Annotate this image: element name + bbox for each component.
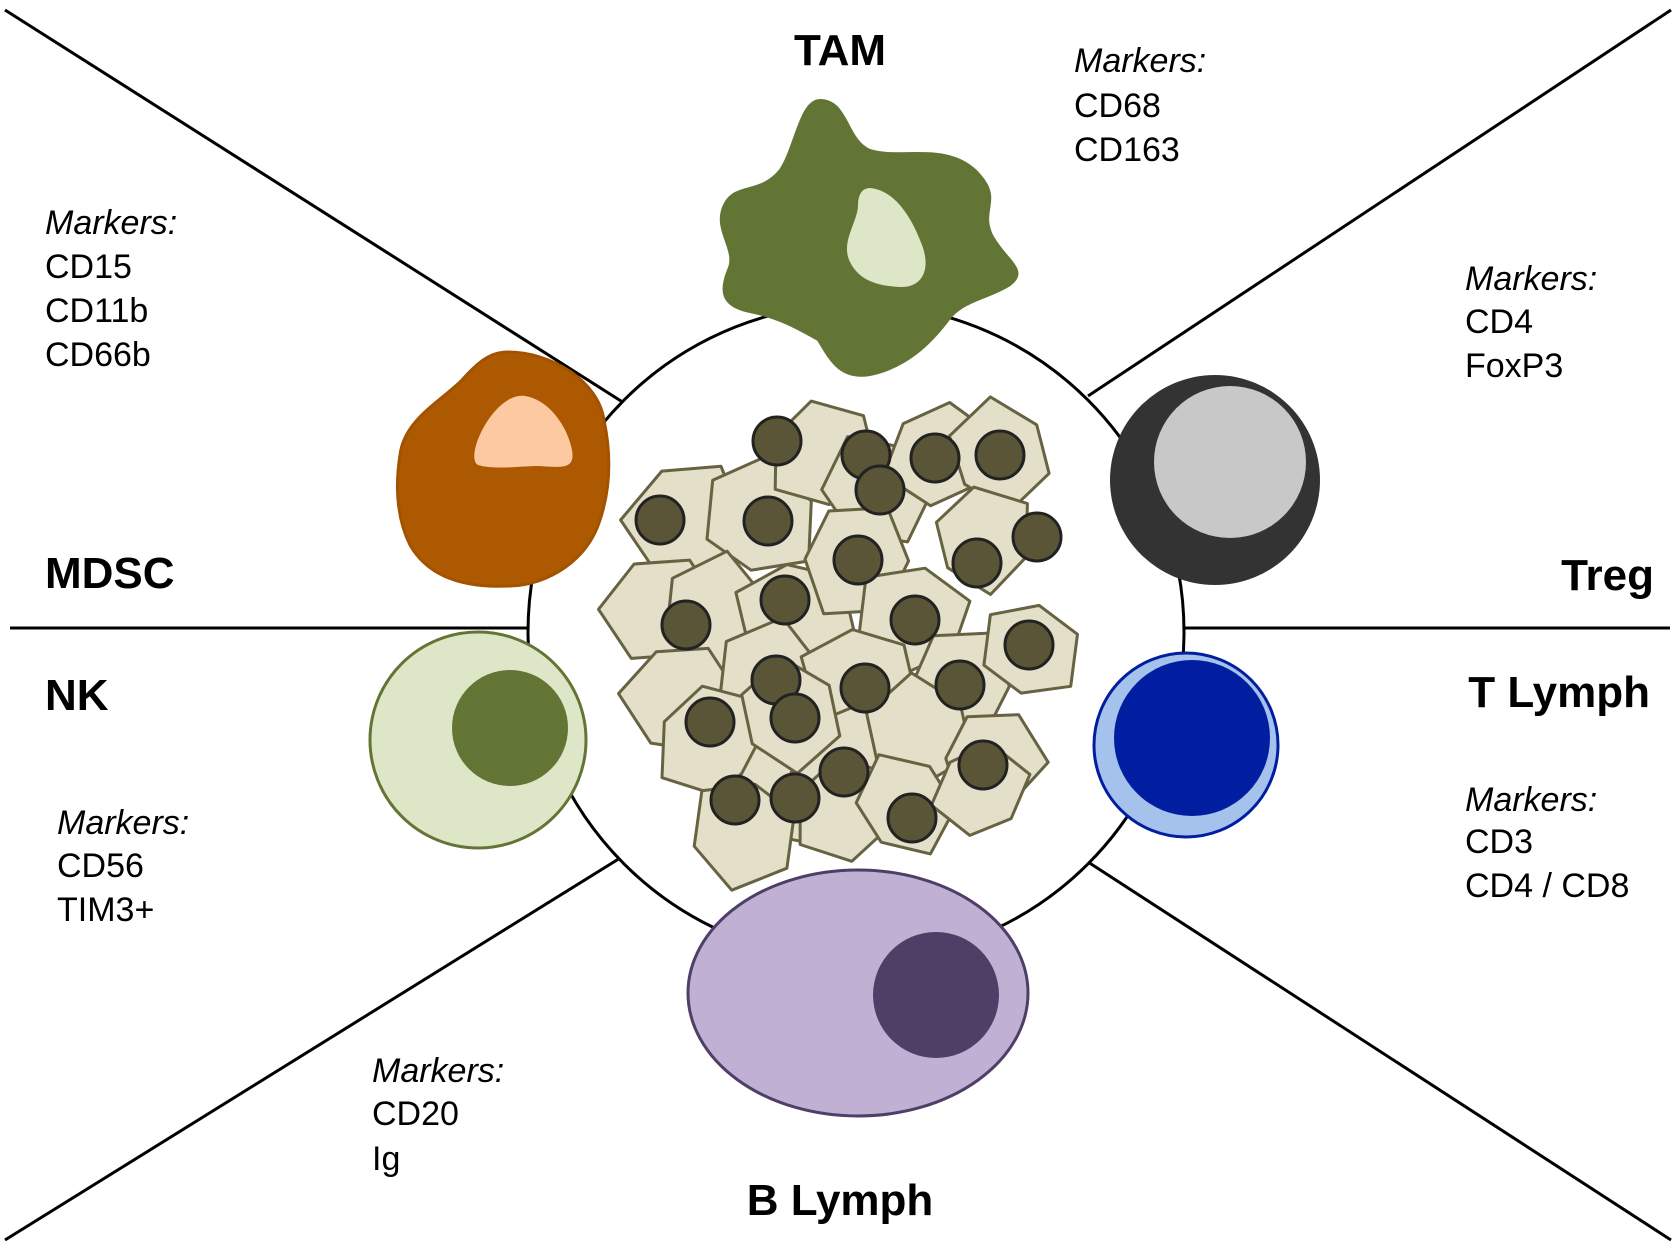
tumor-nucleus (660, 599, 712, 651)
tam-title: TAM (794, 26, 886, 75)
mdsc-marker: CD11b (45, 292, 148, 330)
nk-markers-heading: Markers: (57, 804, 189, 842)
blymph-cell-icon (686, 868, 1030, 1118)
tam-markers-heading: Markers: (1074, 42, 1206, 80)
tam-cell-icon (719, 98, 1019, 377)
divider-top-right (1087, 8, 1672, 398)
mdsc-marker: CD15 (45, 248, 132, 286)
tam-nucleus (846, 188, 926, 288)
tumor-nucleus (742, 495, 794, 547)
tumor-nucleus (751, 415, 803, 467)
tumor-nucleus (769, 692, 821, 744)
nk-nucleus (452, 670, 568, 786)
tumor-nucleus (1003, 619, 1055, 671)
tam-label-group: TAM Markers: CD68 CD163 (794, 26, 1206, 169)
nk-title: NK (45, 671, 109, 720)
nk-label-group: NK Markers: CD56 TIM3+ (45, 671, 189, 929)
treg-marker: CD4 (1465, 303, 1533, 341)
divider-lines (4, 8, 1672, 1242)
tlymph-title: T Lymph (1468, 668, 1650, 717)
tumor-nucleus (957, 739, 1009, 791)
mdsc-cell-icon (395, 350, 611, 588)
divider-bottom-left (4, 853, 626, 1242)
tumor-nucleus (709, 774, 761, 826)
tumor-nucleus (909, 432, 961, 484)
nk-cell-icon (368, 630, 588, 850)
mdsc-nucleus (474, 395, 573, 468)
tumor-nucleus (951, 537, 1003, 589)
tlymph-marker: CD4 / CD8 (1465, 867, 1629, 905)
treg-label-group: Markers: CD4 FoxP3 Treg (1465, 260, 1654, 600)
treg-marker: FoxP3 (1465, 347, 1563, 385)
divider-top-left (4, 8, 633, 410)
blymph-nucleus (873, 932, 999, 1058)
mdsc-marker: CD66b (45, 336, 151, 374)
mdsc-title: MDSC (45, 549, 175, 598)
tam-marker: CD163 (1074, 131, 1180, 169)
treg-markers-heading: Markers: (1465, 260, 1597, 298)
blymph-label-group: Markers: CD20 Ig B Lymph (372, 1052, 933, 1225)
tumor-nucleus (854, 464, 906, 516)
divider-bottom-right (1087, 860, 1672, 1242)
blymph-title: B Lymph (747, 1176, 934, 1225)
nk-marker: TIM3+ (57, 891, 154, 929)
tumor-nucleus (839, 662, 891, 714)
mdsc-label-group: Markers: CD15 CD11b CD66b MDSC (45, 204, 177, 598)
treg-cell-icon (1110, 375, 1320, 585)
tumor-nucleus (934, 659, 986, 711)
tumor-nucleus (634, 494, 686, 546)
tumor-nucleus (684, 696, 736, 748)
tlymph-label-group: T Lymph Markers: CD3 CD4 / CD8 (1465, 668, 1650, 905)
tumor-cluster-icon (597, 395, 1079, 892)
blymph-markers-heading: Markers: (372, 1052, 504, 1090)
tumor-nucleus (974, 429, 1026, 481)
tlymph-cell-icon (1092, 651, 1280, 839)
tumor-nucleus (889, 594, 941, 646)
tumor-nucleus (1011, 511, 1063, 563)
tlymph-markers-heading: Markers: (1465, 781, 1597, 819)
nk-marker: CD56 (57, 847, 144, 885)
tlymph-marker: CD3 (1465, 823, 1533, 861)
mdsc-body (395, 350, 611, 588)
treg-nucleus (1154, 386, 1306, 538)
blymph-marker: Ig (372, 1140, 400, 1178)
tumor-nucleus (886, 792, 938, 844)
tumor-nucleus (818, 746, 870, 798)
tumor-nucleus (769, 772, 821, 824)
treg-title: Treg (1561, 551, 1654, 600)
tam-marker: CD68 (1074, 87, 1161, 125)
tumor-nucleus (832, 534, 884, 586)
tlymph-nucleus (1114, 660, 1270, 816)
tumor-nucleus (759, 574, 811, 626)
blymph-marker: CD20 (372, 1095, 459, 1133)
mdsc-markers-heading: Markers: (45, 204, 177, 242)
